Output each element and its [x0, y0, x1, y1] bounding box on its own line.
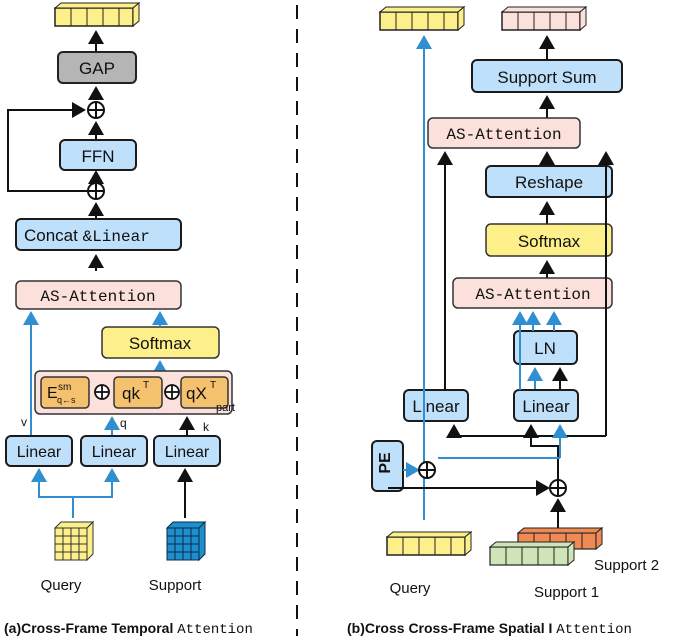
query-cube [53, 520, 95, 562]
crossing-line-2 [523, 424, 559, 486]
as-attention-label-left: AS-Attention [40, 288, 155, 306]
linear-label-support: Linear [522, 397, 570, 416]
query-output-strip [378, 5, 466, 32]
linear-label-value: Linear [17, 444, 62, 461]
linear-box-value [5, 435, 73, 467]
embedding-sub: q←s [57, 395, 76, 405]
support-cube [165, 520, 207, 562]
support1-input-strip [488, 540, 576, 567]
add-icon-score-2 [164, 384, 180, 400]
ffn-label: FFN [81, 147, 114, 166]
as-attention-label-right-mid: AS-Attention [475, 286, 590, 304]
linear-label-key: Linear [165, 444, 210, 461]
add-icon-top [87, 101, 105, 119]
qx-sub: part [216, 402, 235, 414]
ln-box [513, 330, 578, 365]
ln-label: LN [534, 339, 556, 358]
qk-sup: T [143, 380, 149, 391]
output-token-strip [53, 1, 141, 28]
caption-left: (a)Cross-Frame Temporal Attention [4, 620, 253, 638]
qx-part-box [180, 376, 229, 409]
reshape-label: Reshape [515, 173, 583, 192]
as-attention-label-right-top: AS-Attention [446, 126, 561, 144]
linear-label-query: Linear [92, 444, 137, 461]
support-output-strip [500, 5, 588, 32]
softmax-box-right [485, 223, 613, 257]
linear-box-query-right [403, 389, 469, 422]
qk-label: qk [122, 384, 140, 403]
pe-box [371, 440, 404, 492]
as-attention-box-left [15, 280, 182, 310]
embedding-sup: sm [58, 382, 71, 393]
support-sum-box [471, 59, 623, 93]
support-label-left: Support [149, 577, 202, 594]
query-fork-left [31, 468, 74, 518]
embedding-label: E [47, 385, 58, 402]
semantic-embedding-box [40, 376, 90, 409]
reshape-box [485, 165, 613, 198]
caption-right: (b)Cross Cross-Frame Spatial I Attention [347, 620, 632, 638]
query-label-right: Query [390, 580, 431, 597]
add-icon-pe [418, 461, 436, 479]
softmax-label-right: Softmax [518, 232, 581, 251]
k-label: k [203, 420, 210, 434]
linear-box-support [513, 389, 579, 422]
concat-linear-box [15, 218, 182, 251]
softmax-label-left: Softmax [129, 334, 192, 353]
query-fork-right [73, 468, 120, 498]
gap-box [57, 51, 137, 84]
q-label: q [120, 416, 127, 430]
linear-box-query [80, 435, 148, 467]
concat-linear-label: Concat &Linear [24, 226, 150, 246]
v-label: v [21, 415, 27, 429]
pe-label: PE [377, 452, 394, 474]
add-icon-bottom [87, 182, 105, 200]
support2-label: Support 2 [594, 557, 659, 574]
query-label-left: Query [41, 577, 82, 594]
qk-box [113, 376, 163, 409]
support1-label: Support 1 [534, 584, 599, 601]
qx-sup: T [210, 380, 216, 391]
add-icon-support [549, 479, 567, 497]
qx-label: qX [186, 384, 207, 403]
residual-connection [7, 102, 88, 192]
linear-box-key [153, 435, 221, 467]
add-icon-score-1 [94, 384, 110, 400]
as-attention-box-right-mid [452, 277, 613, 309]
support2-input-strip [516, 526, 604, 551]
linear-label-query-right: Linear [412, 397, 460, 416]
query-input-strip [385, 530, 473, 557]
support-sum-label: Support Sum [497, 68, 596, 87]
as-attention-box-right-top [427, 117, 581, 149]
gap-label: GAP [79, 59, 115, 78]
